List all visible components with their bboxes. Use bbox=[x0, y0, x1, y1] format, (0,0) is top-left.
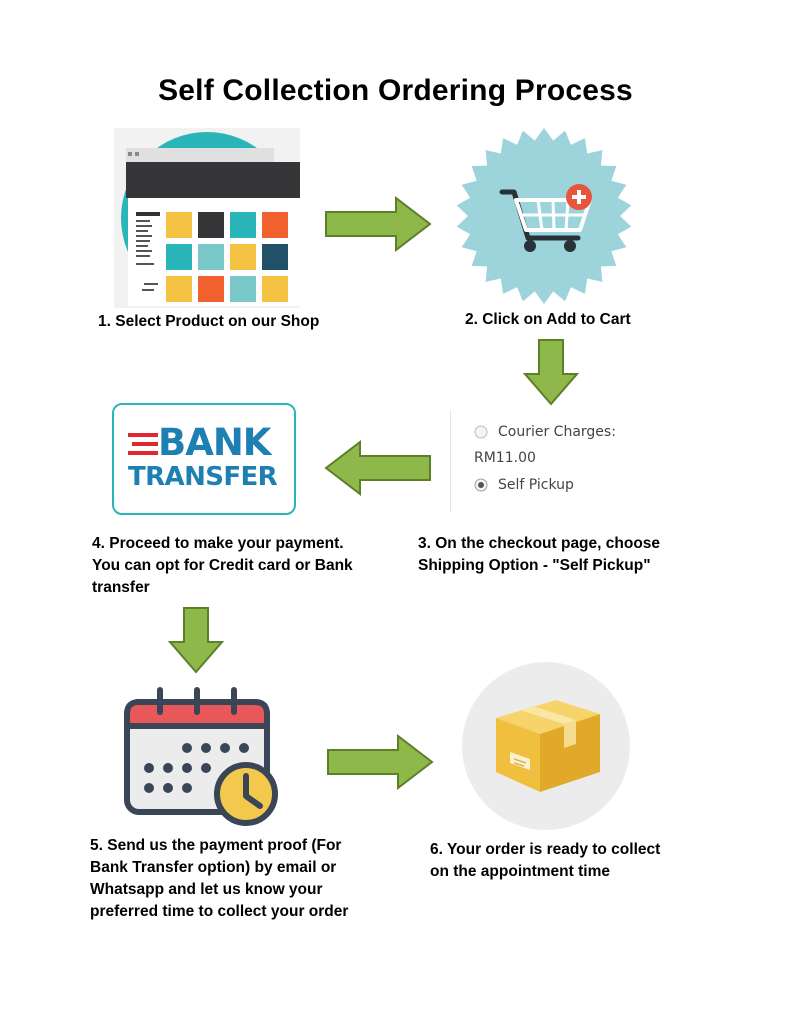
arrow-right-icon bbox=[324, 196, 432, 252]
self-pickup-radio[interactable] bbox=[474, 478, 488, 492]
add-to-cart-icon bbox=[454, 126, 634, 306]
step-6-caption-line-2: on the appointment time bbox=[430, 863, 610, 880]
arrow-right-icon bbox=[326, 734, 434, 790]
shop-grid-icon bbox=[114, 128, 300, 308]
step-5-caption-line-2: Bank Transfer option) by email or bbox=[90, 859, 337, 876]
bank-logo-line-2: TRANSFER bbox=[128, 462, 278, 492]
step-6-caption-line-1: 6. Your order is ready to collect bbox=[430, 841, 661, 858]
courier-radio[interactable] bbox=[474, 425, 488, 439]
step-5-caption-line-4: preferred time to collect your order bbox=[90, 903, 349, 920]
self-pickup-label: Self Pickup bbox=[498, 477, 574, 493]
step-4-caption-line-2: You can opt for Credit card or Bank bbox=[92, 557, 353, 574]
speed-lines-icon bbox=[128, 433, 158, 455]
step-4-caption-line-1: 4. Proceed to make your payment. bbox=[92, 535, 344, 552]
step-3-caption-line-2: Shipping Option - "Self Pickup" bbox=[418, 557, 651, 574]
courier-price: RM11.00 bbox=[474, 450, 536, 466]
package-box-icon bbox=[460, 660, 632, 832]
bank-logo-line-1: BANK bbox=[158, 421, 271, 464]
arrow-left-icon bbox=[324, 440, 432, 496]
step-2-caption: 2. Click on Add to Cart bbox=[465, 311, 631, 328]
bank-transfer-logo: BANK TRANSFER bbox=[112, 403, 296, 515]
arrow-down-icon bbox=[523, 338, 579, 406]
arrow-down-icon bbox=[168, 606, 224, 674]
step-5-caption-line-1: 5. Send us the payment proof (For bbox=[90, 837, 342, 854]
calendar-clock-icon bbox=[122, 684, 282, 826]
step-5-caption-line-3: Whatsapp and let us know your bbox=[90, 881, 323, 898]
step-1-caption: 1. Select Product on our Shop bbox=[98, 313, 320, 330]
step-3-caption-line-1: 3. On the checkout page, choose bbox=[418, 535, 661, 552]
page-title: Self Collection Ordering Process bbox=[158, 74, 633, 107]
step-4-caption-line-3: transfer bbox=[92, 579, 150, 596]
shipping-options-panel bbox=[450, 410, 651, 512]
courier-label: Courier Charges: bbox=[498, 424, 616, 440]
